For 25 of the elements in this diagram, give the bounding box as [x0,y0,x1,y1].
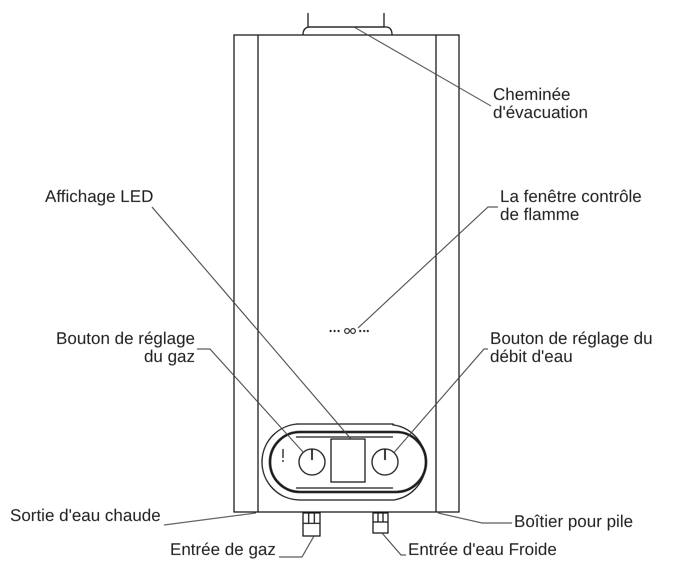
flame-window [330,328,369,334]
leader-line [278,536,314,558]
leader-line [164,512,256,526]
leader-line [394,348,488,454]
leader-line [196,348,304,453]
control-knob [298,448,326,476]
callout-label: Boîtier pour pile [514,513,634,531]
led-display [330,438,366,483]
callout-label: Entrée d'eau Froide [408,541,557,559]
callout-label: Bouton de réglage du gaz [50,330,195,366]
pipe-fitting [372,512,389,534]
callout-label: Bouton de réglage du débit d'eau [490,330,662,366]
callout-label: Affichage LED [45,188,154,206]
leader-line [382,532,406,556]
callout-label: Sortie d'eau chaude [10,507,161,525]
chimney-pipe [307,13,385,28]
control-knob [371,448,399,476]
leader-line [358,206,498,328]
leader-line [354,26,492,106]
pipe-fitting [302,512,321,537]
callout-label: La fenêtre contrôle de flamme [500,188,650,224]
leader-line [438,512,512,524]
callout-label: Cheminée d'évacuation [493,86,598,122]
leader-line [152,206,352,440]
callout-label: Entrée de gaz [170,541,276,559]
